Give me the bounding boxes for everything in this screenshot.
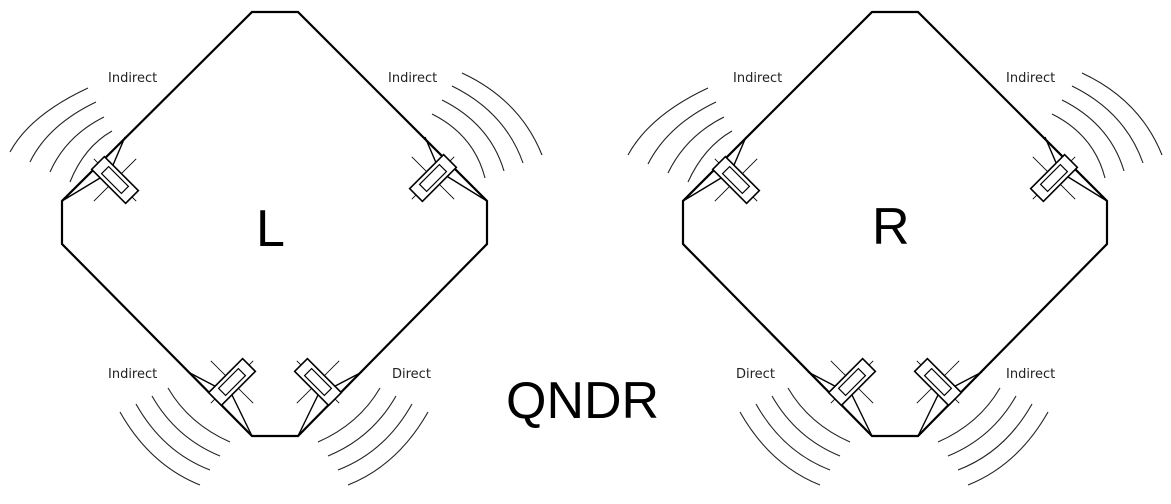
- robot-right-sensor-label-tr: Indirect: [1006, 71, 1055, 86]
- robot-right-wheel-tr: [1029, 153, 1079, 203]
- robot-left-sensor-label-br: Direct: [392, 367, 431, 382]
- robot-right-waves-tr: [1051, 72, 1163, 179]
- robot-right-sensor-label-tl: Indirect: [733, 71, 782, 86]
- robot-left-sensor-label-bl: Indirect: [108, 367, 157, 382]
- diagram-title: QNDR: [506, 372, 659, 430]
- robot-right-label: R: [872, 198, 910, 256]
- robot-right-sensor-label-br: Indirect: [1006, 367, 1055, 382]
- robot-left-label: L: [256, 200, 285, 258]
- robot-left-waves-br: [317, 387, 429, 486]
- robot-right-waves-bl: [739, 387, 851, 486]
- robot-left-wheel-tl: [90, 155, 140, 205]
- robot-right-waves-tl: [627, 87, 733, 183]
- robot-right-sensor-label-bl: Direct: [736, 367, 775, 382]
- robot-left-waves-bl: [119, 387, 231, 486]
- robot-left-waves-tr: [431, 72, 543, 179]
- robot-left-sensor-label-tl: Indirect: [108, 71, 157, 86]
- robot-left-wheel-tr: [408, 153, 458, 203]
- robot-right-wheel-br: [913, 357, 963, 407]
- robot-left-wheel-bl: [207, 357, 257, 407]
- robot-right-wheel-tl: [711, 155, 761, 205]
- robot-right: Indirect Indirect Direct Indirect R: [627, 10, 1163, 486]
- robot-right-wheel-bl: [827, 357, 877, 407]
- robot-left: Indirect Indirect Indirect Direct L: [9, 10, 543, 486]
- robot-left-waves-tl: [9, 87, 113, 183]
- robot-left-wheel-br: [293, 357, 343, 407]
- robot-left-sensor-label-tr: Indirect: [388, 71, 437, 86]
- robot-right-waves-br: [937, 387, 1049, 486]
